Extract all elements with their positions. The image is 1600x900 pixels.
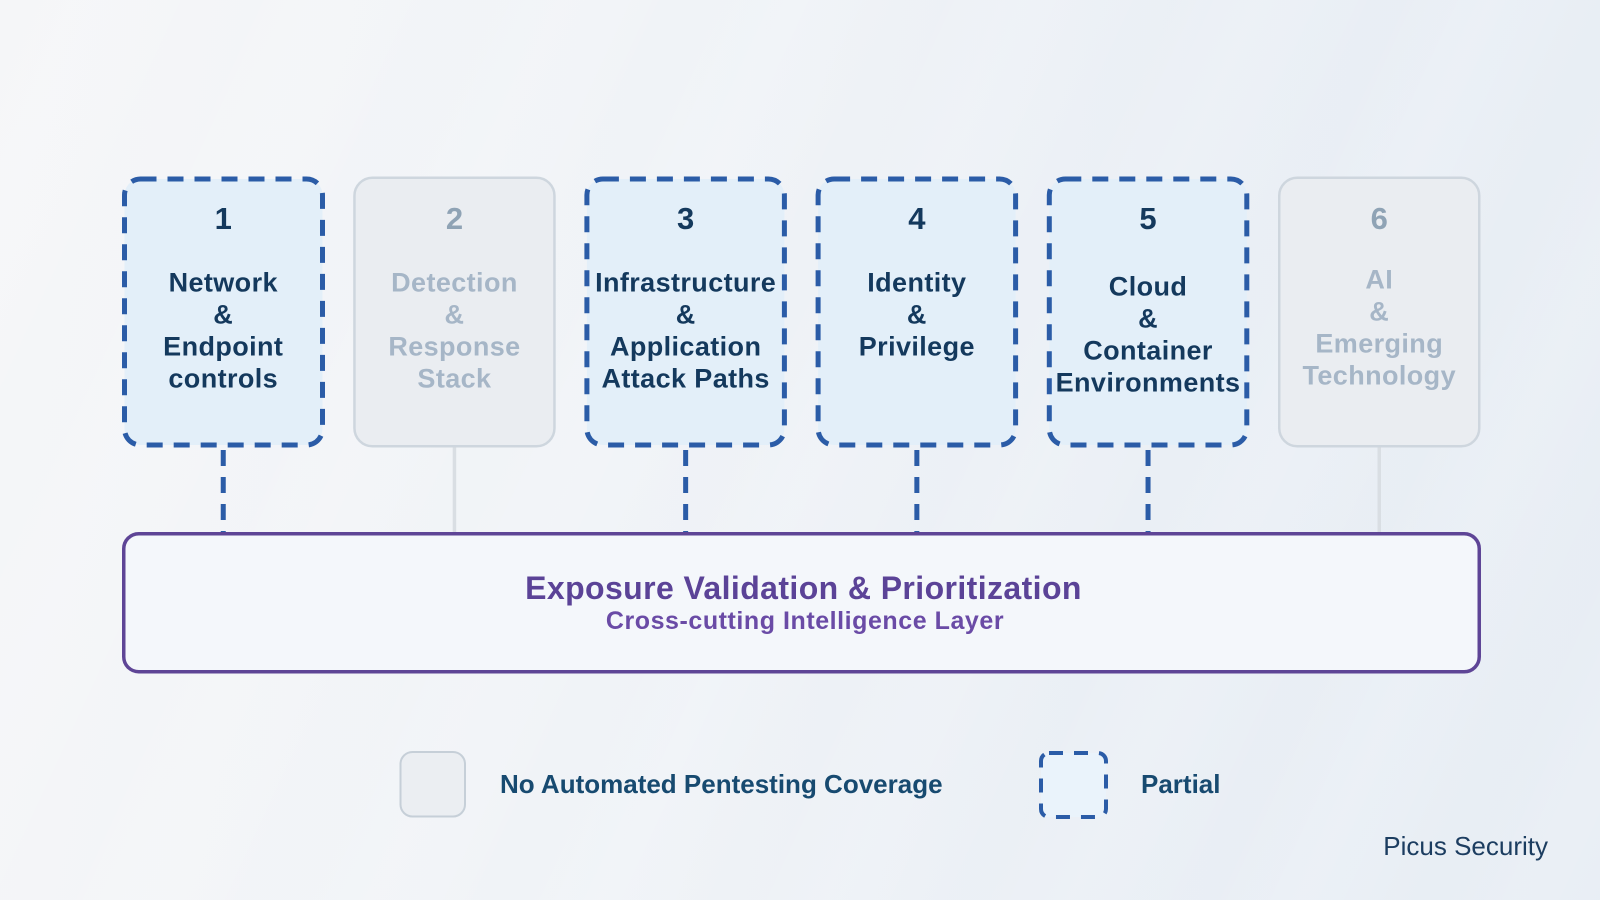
- svg-text:&: &: [1369, 297, 1389, 327]
- svg-text:Cloud: Cloud: [1109, 272, 1187, 302]
- svg-text:Network: Network: [169, 268, 279, 298]
- svg-text:&: &: [676, 300, 696, 330]
- svg-text:&: &: [444, 300, 464, 330]
- svg-text:Technology: Technology: [1302, 361, 1456, 391]
- svg-text:Application: Application: [610, 332, 761, 362]
- svg-text:Detection: Detection: [391, 268, 518, 298]
- svg-text:Emerging: Emerging: [1315, 329, 1443, 359]
- svg-text:No Automated Pentesting Covera: No Automated Pentesting Coverage: [500, 769, 943, 799]
- svg-text:Partial: Partial: [1141, 769, 1221, 799]
- svg-text:Infrastructure: Infrastructure: [595, 268, 776, 298]
- svg-text:Response: Response: [388, 332, 520, 362]
- svg-text:Picus Security: Picus Security: [1383, 831, 1548, 861]
- svg-text:Exposure Validation & Prioriti: Exposure Validation & Prioritization: [525, 570, 1082, 606]
- svg-text:&: &: [907, 300, 927, 330]
- svg-text:&: &: [1138, 304, 1158, 334]
- svg-text:Cross-cutting Intelligence Lay: Cross-cutting Intelligence Layer: [606, 607, 1004, 635]
- svg-text:5: 5: [1139, 201, 1156, 236]
- svg-text:2: 2: [446, 201, 463, 236]
- svg-text:Privilege: Privilege: [859, 332, 975, 362]
- svg-text:Attack Paths: Attack Paths: [601, 364, 769, 394]
- svg-text:Environments: Environments: [1056, 368, 1241, 398]
- svg-text:AI: AI: [1365, 265, 1393, 295]
- svg-text:6: 6: [1371, 201, 1388, 236]
- svg-text:Stack: Stack: [417, 364, 492, 394]
- svg-text:Container: Container: [1083, 336, 1213, 366]
- svg-text:Identity: Identity: [867, 268, 966, 298]
- svg-text:4: 4: [908, 201, 926, 236]
- svg-text:Endpoint: Endpoint: [163, 332, 283, 362]
- svg-text:&: &: [213, 300, 233, 330]
- svg-text:controls: controls: [168, 364, 278, 394]
- svg-text:3: 3: [677, 201, 694, 236]
- svg-text:1: 1: [215, 201, 232, 236]
